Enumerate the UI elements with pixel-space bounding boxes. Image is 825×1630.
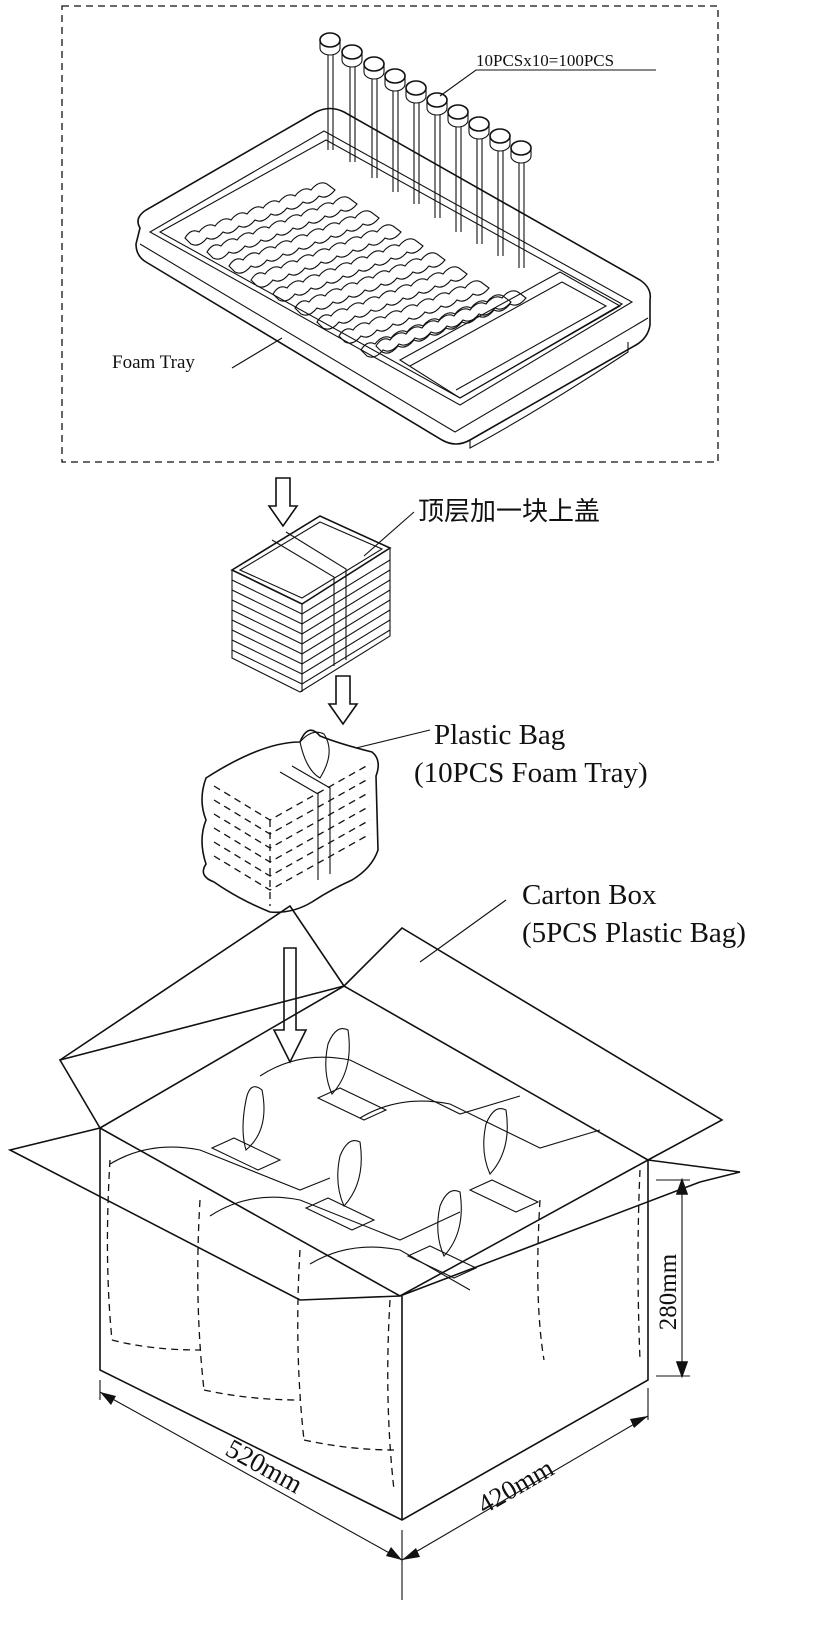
- tray-side-compartment: [398, 271, 622, 399]
- foam-tray-label: Foam Tray: [112, 352, 195, 373]
- component-icon: [468, 116, 490, 244]
- top-cover-leader-line: [363, 511, 415, 557]
- tray-dashed-frame: [61, 5, 719, 463]
- carton-flap-back-left: [58, 985, 345, 1129]
- plastic-bag-label-line1: Plastic Bag: [434, 719, 565, 751]
- plastic-bag-section: Plastic Bag (10PCS Foam Tray): [201, 719, 648, 914]
- foam-tray-section: 10PCSx10=100PCS Foam Tray: [61, 5, 719, 463]
- down-arrow-icon: [267, 477, 299, 528]
- bag-ear-icon: [299, 731, 330, 779]
- foam-tray-outline: [135, 107, 652, 445]
- carton-box-label-line1: Carton Box: [522, 879, 657, 911]
- bags-in-carton: [106, 1028, 641, 1491]
- component-icon: [510, 140, 532, 268]
- tray-slots: [184, 182, 527, 358]
- carton-box-section: Carton Box (5PCS Plastic Bag) 280mm 520m…: [7, 879, 746, 1600]
- foam-tray-rim: [148, 130, 634, 406]
- width-dimension-label: 420mm: [472, 1453, 558, 1520]
- carton-flap-back-right: [343, 926, 724, 1161]
- plastic-bag-outline: [201, 729, 380, 914]
- height-dimension: 280mm: [655, 1177, 690, 1379]
- plastic-bag-leader-line: [355, 729, 431, 749]
- carton-box-leader-line: [419, 899, 507, 963]
- stack-strap: [271, 531, 347, 666]
- component-icon: [319, 32, 341, 150]
- down-arrow-icon: [327, 675, 359, 726]
- length-dimension: 520mm: [99, 1380, 403, 1600]
- foam-tray-leader-line: [231, 337, 283, 369]
- carton-box-label-line2: (5PCS Plastic Bag): [522, 917, 746, 949]
- qty-leader-line: [439, 69, 656, 97]
- qty-label: 10PCSx10=100PCS: [476, 51, 614, 70]
- tray-stack-section: 顶层加一块上盖: [230, 497, 600, 693]
- component-icon: [363, 56, 385, 178]
- component-icon: [405, 80, 427, 204]
- components-row: [319, 32, 532, 268]
- down-arrow-icon: [272, 947, 308, 1064]
- plastic-bag-label-line2: (10PCS Foam Tray): [414, 757, 648, 789]
- carton-body: [99, 1128, 649, 1521]
- top-cover-label: 顶层加一块上盖: [418, 497, 600, 526]
- carton-flap-right: [647, 1159, 741, 1183]
- length-dimension-label: 520mm: [221, 1433, 308, 1499]
- component-icon: [489, 128, 511, 256]
- carton-flap-left: [7, 1127, 401, 1301]
- bag-strap: [279, 765, 331, 880]
- height-dimension-label: 280mm: [655, 1253, 682, 1330]
- stacked-trays: [231, 548, 391, 693]
- component-icon: [341, 44, 363, 162]
- width-dimension: 420mm: [401, 1388, 649, 1561]
- component-icon: [384, 68, 406, 192]
- component-icon: [447, 104, 469, 232]
- component-icon: [426, 92, 448, 218]
